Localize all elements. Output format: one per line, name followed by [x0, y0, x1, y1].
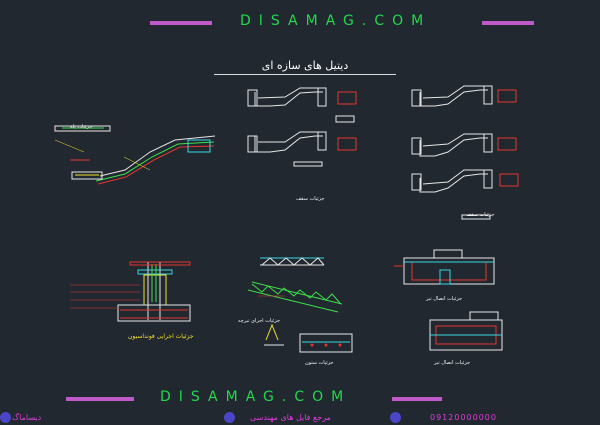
label-stair-detail: جزئیات پله — [70, 124, 93, 130]
label-beam-2: جزئیات اتصال تیر — [434, 360, 471, 366]
label-column: جزئیات ستون — [305, 360, 334, 366]
foundation-detail — [70, 261, 191, 322]
bottom-right-bar — [392, 397, 442, 401]
stair-profile-4 — [411, 133, 517, 157]
beam-column-detail-2 — [429, 311, 503, 351]
logo-icon — [0, 412, 11, 423]
stair-profile-3 — [411, 85, 517, 107]
stair-detail — [54, 125, 216, 185]
beam-column-detail-1 — [394, 249, 495, 285]
label-foundation: جزئیات اجرایی فونداسیون — [128, 333, 194, 340]
section-detail — [264, 323, 353, 353]
label-stair-title-1: جزئیات سقف — [296, 196, 325, 202]
label-stair-title-2: جزئیات سقف — [466, 212, 495, 218]
footer: دیساماگ مرجع فایل های مهندسی 09120000000 — [0, 410, 600, 425]
footer-site-name: دیساماگ — [12, 413, 42, 422]
footer-phone: 09120000000 — [430, 413, 497, 422]
drawing-title: دیتیل های سازه ای — [214, 60, 396, 75]
label-slab-detail: جزئیات اجرای تیرچه — [238, 318, 281, 324]
footer-slogan: مرجع فایل های مهندسی — [250, 413, 331, 422]
logo-icon-mid — [224, 412, 235, 423]
top-left-bar — [150, 21, 212, 25]
label-beam-1: جزئیات اتصال تیر — [426, 296, 463, 302]
truss-detail — [247, 257, 343, 313]
stair-profile-1 — [247, 87, 357, 123]
stair-profile-2 — [247, 131, 357, 167]
bottom-left-bar — [66, 397, 134, 401]
top-right-bar — [482, 21, 534, 25]
stair-profile-5 — [411, 169, 519, 220]
watermark-top: DISAMAG.COM — [240, 13, 432, 29]
watermark-bottom: DISAMAG.COM — [160, 389, 352, 405]
logo-icon-right — [390, 412, 401, 423]
